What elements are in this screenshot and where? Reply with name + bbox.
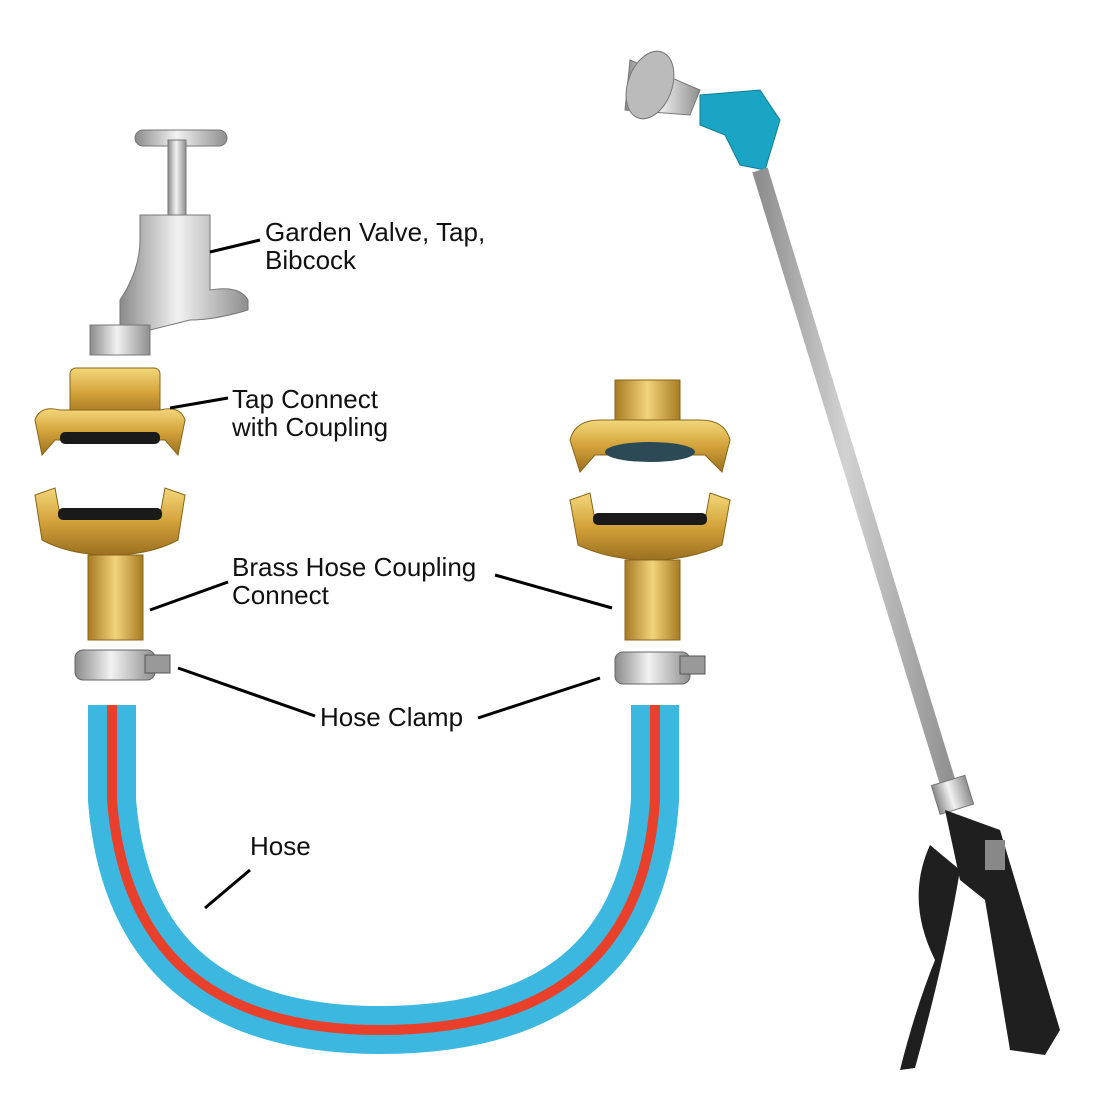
label-hose-clamp: Hose Clamp xyxy=(320,702,463,732)
label-tap-connect-line1: Tap Connect xyxy=(232,384,379,414)
tap-connect-coupling xyxy=(34,367,186,457)
label-garden-valve-line2: Bibcock xyxy=(265,245,357,275)
hose-clamp-right xyxy=(614,651,706,685)
label-brass-coupling-line2: Connect xyxy=(232,580,330,610)
label-brass-coupling-line1: Brass Hose Coupling xyxy=(232,552,476,582)
hose-clamp-left xyxy=(74,649,171,681)
leader-lines xyxy=(149,238,613,910)
label-garden-valve-line1: Garden Valve, Tap, xyxy=(265,217,485,247)
label-tap-connect-line2: with Coupling xyxy=(231,412,388,442)
garden-tap xyxy=(89,129,249,356)
watering-wand xyxy=(624,50,1060,1070)
hose xyxy=(88,705,679,1055)
label-hose: Hose xyxy=(250,831,311,861)
brass-hose-coupling-left xyxy=(34,487,186,641)
threaded-coupling xyxy=(569,379,731,473)
brass-hose-coupling-right xyxy=(569,492,731,641)
